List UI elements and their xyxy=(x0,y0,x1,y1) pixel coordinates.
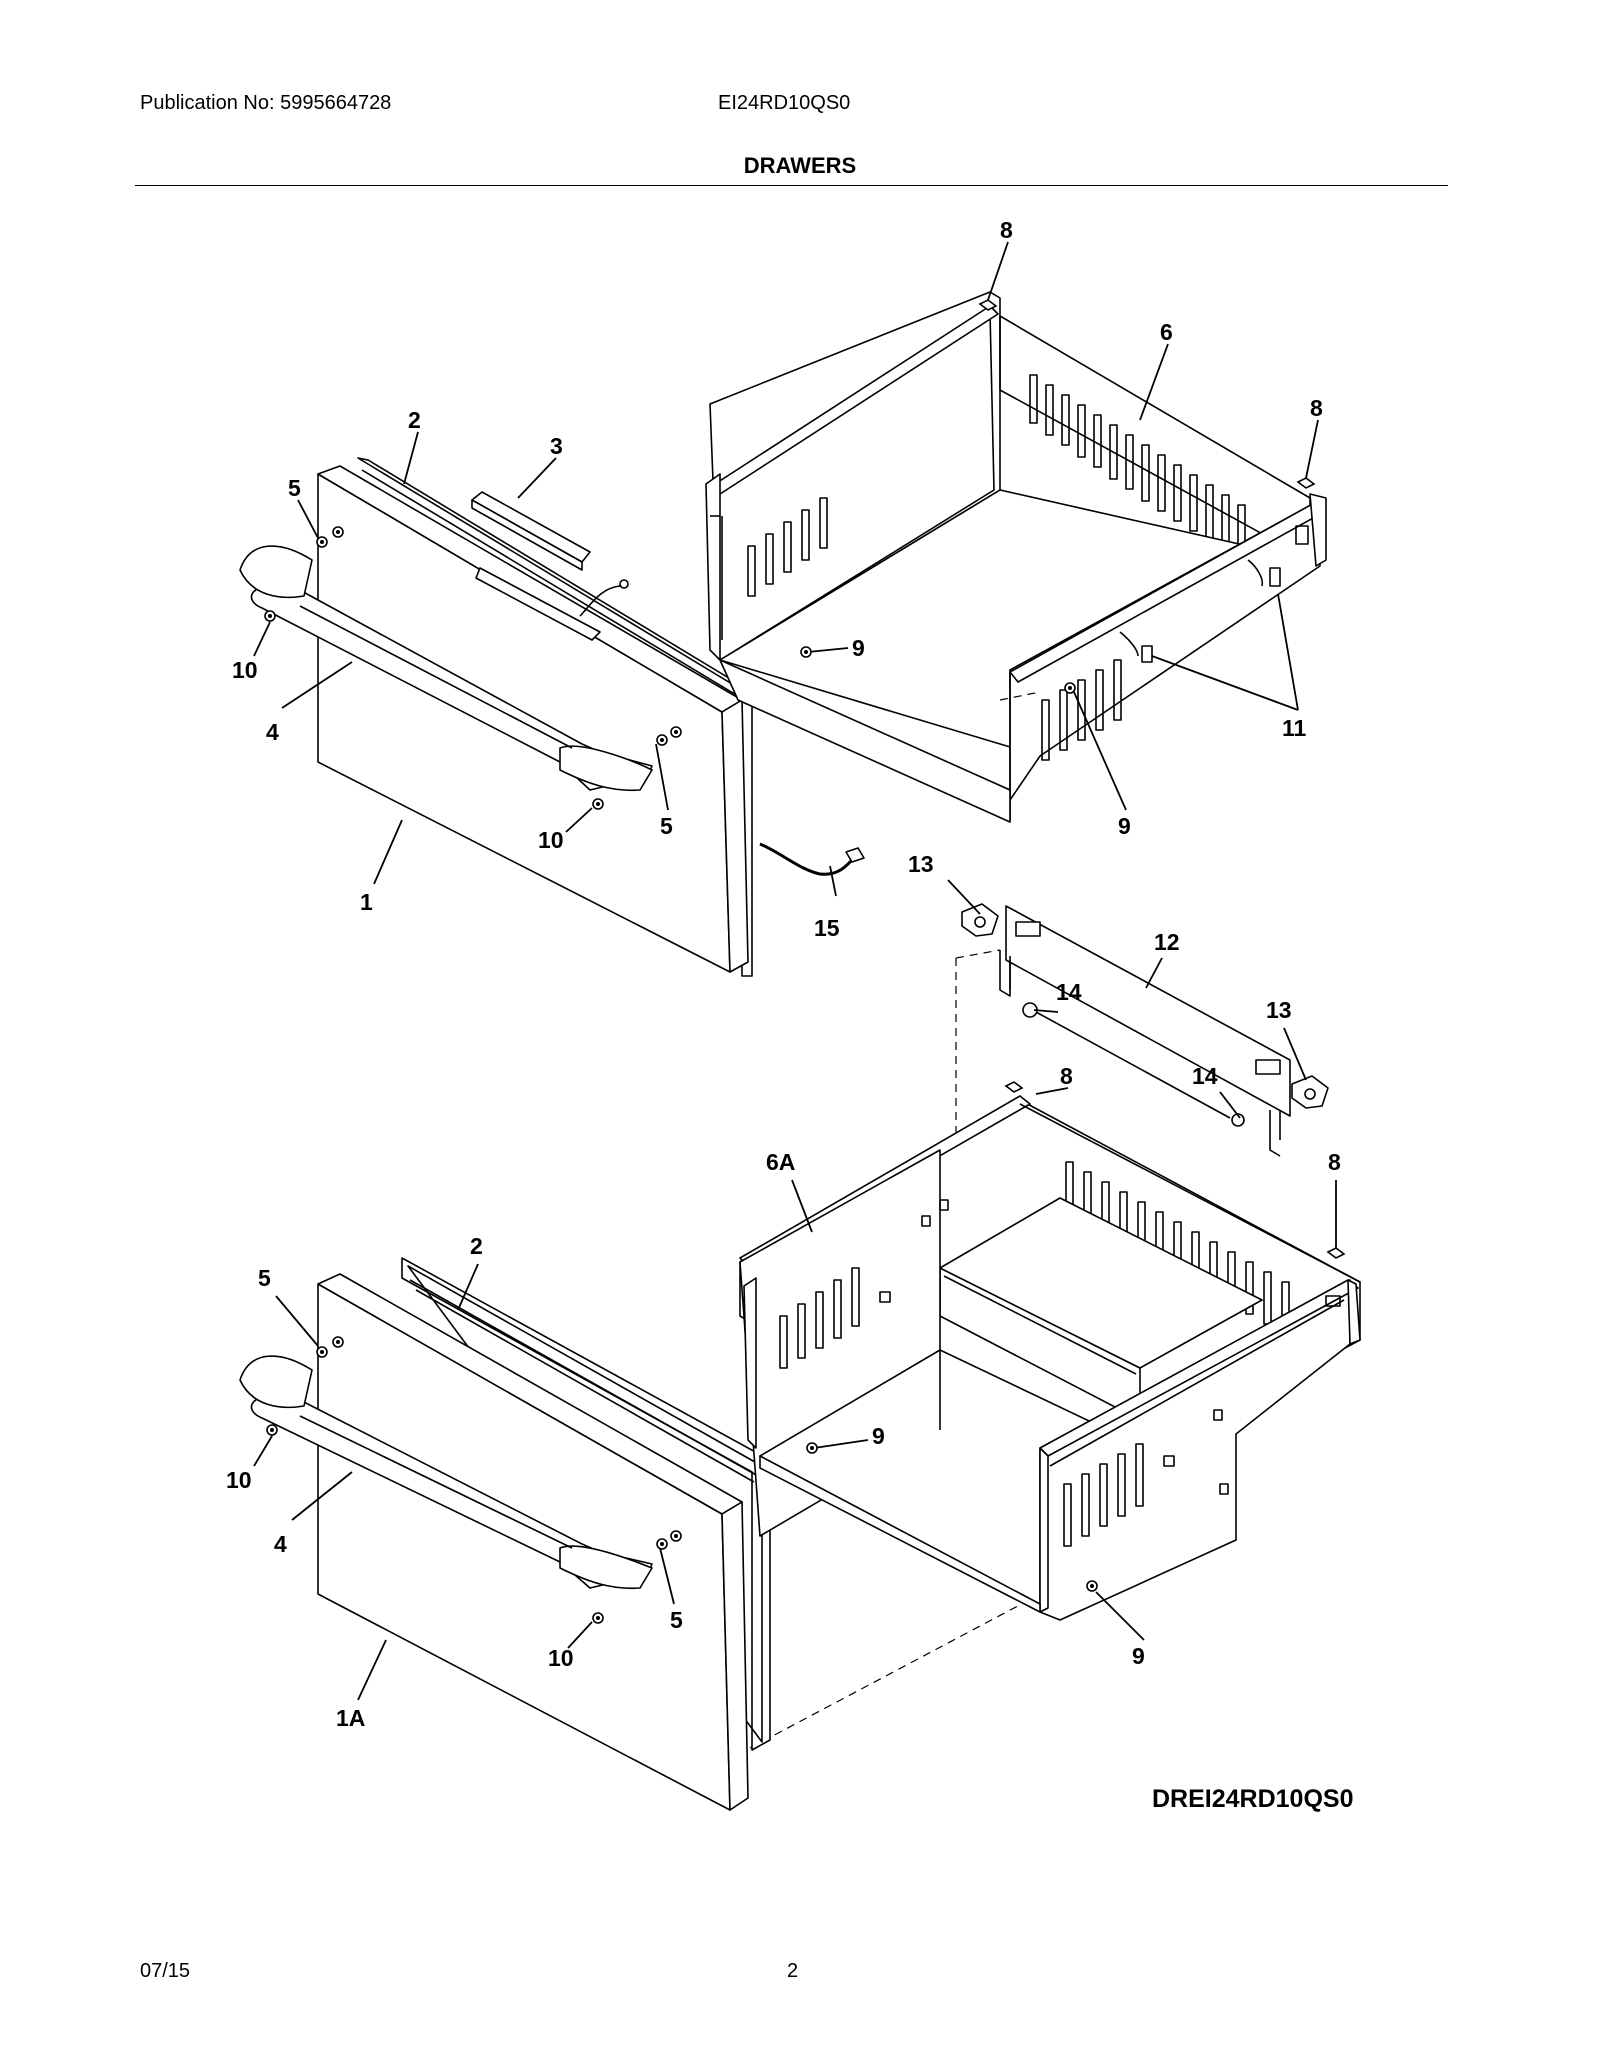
callout-labels: 8 6 8 2 3 5 9 10 4 11 5 9 10 13 1 15 12 … xyxy=(226,217,1341,1731)
callout-9-a: 9 xyxy=(852,635,865,661)
callout-8-d: 8 xyxy=(1328,1149,1341,1175)
callout-5-b: 5 xyxy=(660,813,673,839)
callout-5-d: 5 xyxy=(670,1607,683,1633)
callout-8-b: 8 xyxy=(1310,395,1323,421)
callout-10-b: 10 xyxy=(538,827,564,853)
callout-10-d: 10 xyxy=(548,1645,574,1671)
callout-1: 1 xyxy=(360,889,373,915)
callout-4-b: 4 xyxy=(274,1531,287,1557)
footer-date: 07/15 xyxy=(140,1960,191,1982)
upper-basket xyxy=(705,291,1327,823)
callout-9-c: 9 xyxy=(872,1423,885,1449)
model-number: EI24RD10QS0 xyxy=(718,92,851,114)
callout-2-a: 2 xyxy=(408,407,421,433)
callout-12: 12 xyxy=(1154,929,1180,955)
callout-13-a: 13 xyxy=(908,851,934,877)
callout-6: 6 xyxy=(1160,319,1173,345)
callout-4-a: 4 xyxy=(266,719,279,745)
callout-2-b: 2 xyxy=(470,1233,483,1259)
callout-5-c: 5 xyxy=(258,1265,271,1291)
callout-13-b: 13 xyxy=(1266,997,1292,1023)
callout-14-b: 14 xyxy=(1192,1063,1218,1089)
header-rule xyxy=(135,185,1448,186)
callout-3: 3 xyxy=(550,433,563,459)
callout-5-a: 5 xyxy=(288,475,301,501)
lower-basket xyxy=(739,1095,1361,1621)
callout-9-d: 9 xyxy=(1132,1643,1145,1669)
callout-11: 11 xyxy=(1282,715,1307,741)
callout-14-a: 14 xyxy=(1056,979,1082,1005)
wire-harness xyxy=(759,842,865,876)
slide-roller-right xyxy=(1291,1075,1329,1109)
diagram-code: DREI24RD10QS0 xyxy=(1152,1785,1354,1813)
drawer-light-lens xyxy=(471,491,591,571)
callout-1A: 1A xyxy=(336,1705,365,1731)
lower-drawer-handle xyxy=(239,1355,653,1590)
rear-divider-bracket xyxy=(999,905,1291,1157)
upper-drawer-handle xyxy=(239,545,653,792)
page-title: DRAWERS xyxy=(743,153,857,178)
callout-15: 15 xyxy=(814,915,840,941)
callout-10-c: 10 xyxy=(226,1467,252,1493)
basket-clips xyxy=(978,299,1346,1259)
callout-8-c: 8 xyxy=(1060,1063,1073,1089)
page-number: 2 xyxy=(787,1960,799,1982)
callout-6A: 6A xyxy=(766,1149,795,1175)
callout-9-b: 9 xyxy=(1118,813,1131,839)
publication-number: Publication No: 5995664728 xyxy=(140,92,392,114)
lower-drawer-front xyxy=(317,1257,771,1811)
slide-roller-left xyxy=(961,903,999,937)
callout-8-a: 8 xyxy=(1000,217,1013,243)
callout-10-a: 10 xyxy=(232,657,258,683)
